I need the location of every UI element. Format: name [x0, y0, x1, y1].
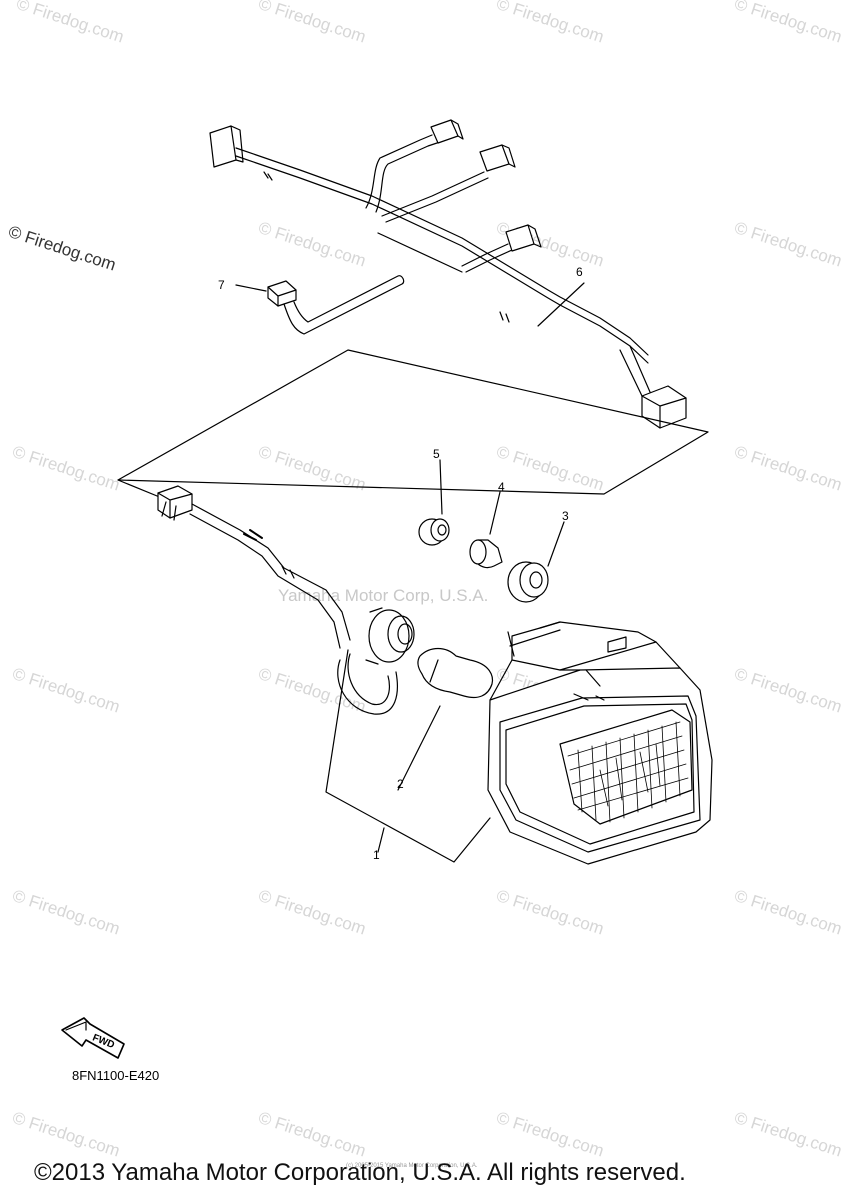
- tail-light-part-1: [487, 621, 713, 865]
- callout-group-lines: [325, 629, 561, 863]
- callout-4: 4: [498, 480, 505, 494]
- copyright-footer: ©2013 Yamaha Motor Corporation, U.S.A. A…: [34, 1159, 686, 1186]
- fwd-arrow-icon: [61, 1017, 125, 1059]
- small-print: (c) 2005-2015 Yamaha Motor Corporation, …: [346, 1163, 478, 1169]
- bulb-part-2: [397, 647, 494, 791]
- reference-frame: [117, 349, 709, 499]
- grommet-part-5: [418, 459, 450, 546]
- callout-2: 2: [397, 777, 404, 791]
- watermark-center: Yamaha Motor Corp, U.S.A.: [278, 586, 489, 605]
- socket-assembly: [157, 485, 415, 715]
- callout-1: 1: [373, 848, 380, 862]
- lead-wire-part-7: [235, 275, 405, 335]
- callout-6: 6: [576, 265, 583, 279]
- wire-harness-part-6: [209, 119, 687, 429]
- callout-5: 5: [433, 447, 440, 461]
- collar-part-4: [469, 491, 503, 569]
- diagram-code: 8FN1100-E420: [72, 1068, 160, 1083]
- gasket-part-3: [507, 521, 565, 603]
- callout-7: 7: [218, 278, 225, 292]
- callout-3: 3: [562, 509, 569, 523]
